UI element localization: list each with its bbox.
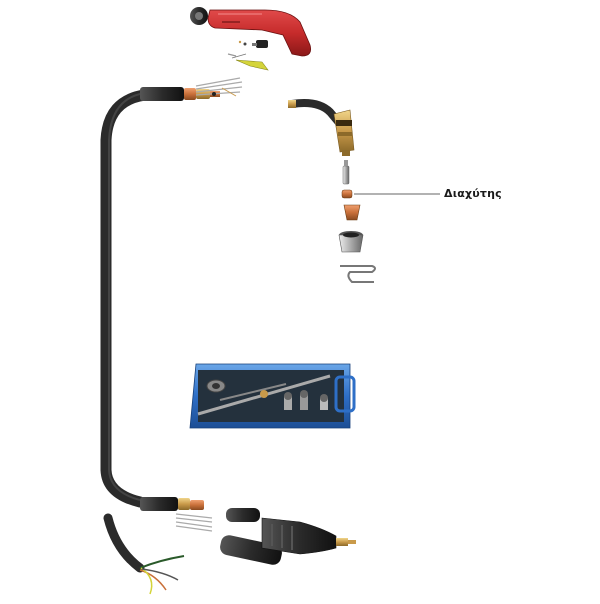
tip-holder: [343, 204, 361, 221]
swan-neck: [288, 99, 355, 156]
contact-pins: [227, 53, 269, 71]
diffuser-callout-label: Διαχύτης: [444, 187, 502, 200]
cable-connector-upper: [140, 77, 243, 101]
cable-connector-lower: [140, 497, 213, 532]
contact-tip: [342, 160, 350, 185]
torch-handle: [207, 9, 312, 57]
gas-diffuser: [341, 189, 440, 199]
rubber-boot: [220, 508, 282, 565]
trigger-switch: [238, 40, 268, 48]
gas-nozzle: [338, 231, 364, 253]
power-cable: [103, 513, 185, 595]
hose-cable: [100, 89, 151, 508]
euro-adapter: [261, 517, 356, 555]
tool-case: [189, 363, 356, 429]
lock-nut: [190, 7, 208, 25]
spring-clip: [340, 265, 376, 283]
